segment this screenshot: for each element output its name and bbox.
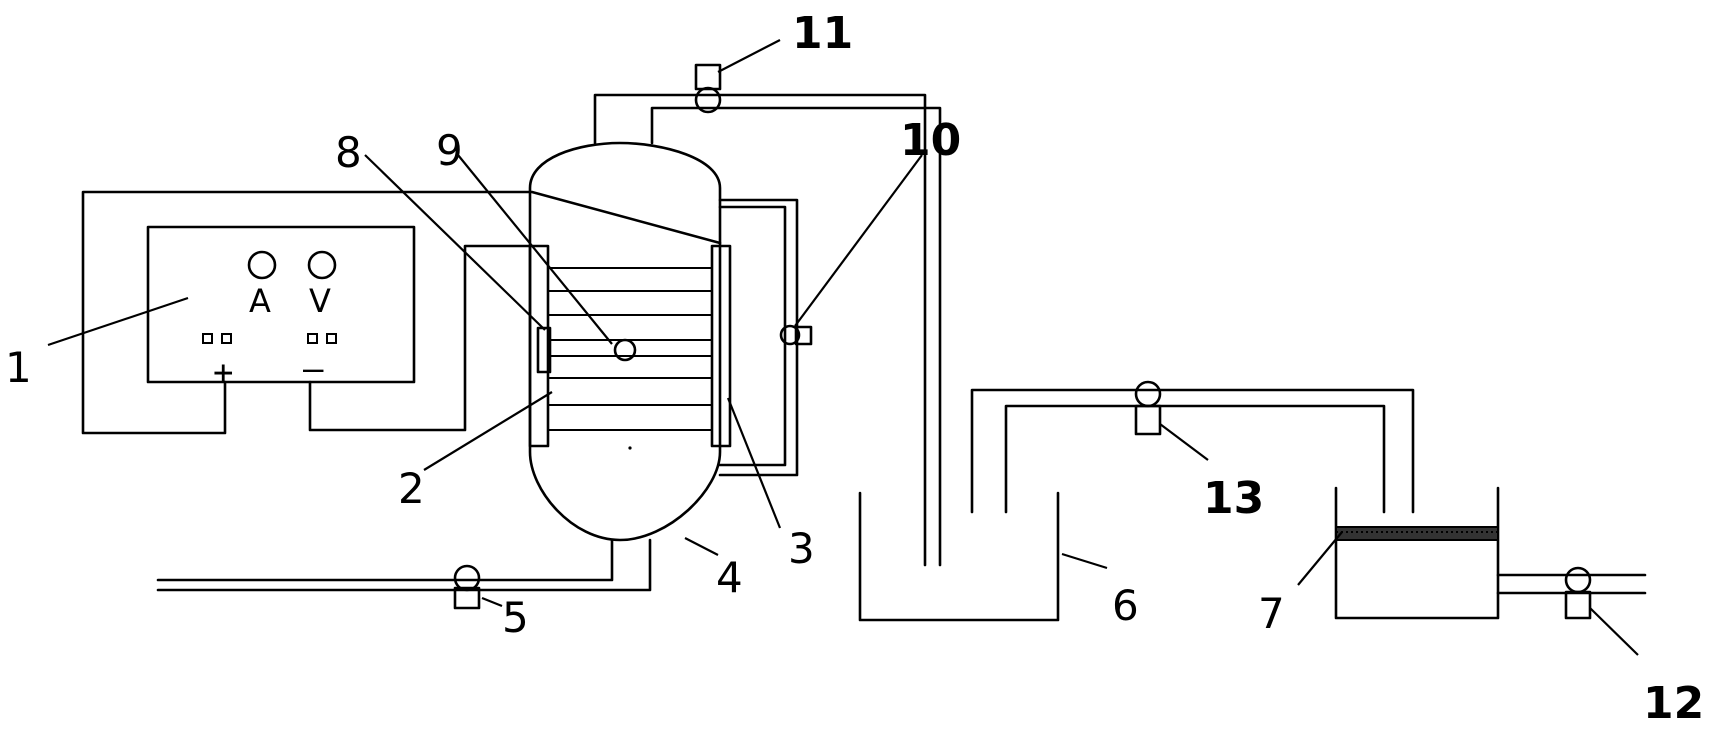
leader-lines — [47, 39, 1639, 656]
inner-plates — [548, 267, 712, 450]
inlet-valve-icon — [453, 564, 481, 610]
ammeter-letter: A — [249, 282, 271, 320]
label-12: 12 — [1643, 678, 1704, 729]
label-4: 4 — [716, 553, 743, 602]
anode-plate — [528, 244, 550, 448]
callout-labels: 1 2 3 4 5 6 7 8 9 10 11 12 13 — [5, 8, 1704, 729]
label-11: 11 — [792, 8, 853, 59]
siphon-valve-icon — [1134, 380, 1162, 436]
electrodes — [528, 244, 732, 448]
label-2: 2 — [398, 464, 425, 513]
power-supply: A V + — — [146, 225, 416, 393]
label-10: 10 — [900, 115, 961, 166]
label-7: 7 — [1258, 589, 1285, 638]
side-loop — [718, 198, 799, 477]
positive-terminal-sign: + — [213, 353, 233, 393]
outlet-valve-icon — [1564, 566, 1592, 620]
label-9: 9 — [436, 126, 463, 175]
ammeter-icon: A — [247, 250, 277, 320]
cathode-plate — [710, 244, 732, 448]
side-valve-icon — [779, 324, 813, 346]
voltmeter-letter: V — [309, 282, 331, 320]
filter-tank — [1334, 486, 1647, 620]
label-8: 8 — [335, 128, 362, 177]
label-13: 13 — [1203, 473, 1264, 524]
voltmeter-icon: V — [307, 250, 337, 320]
label-5: 5 — [502, 593, 529, 642]
top-valve-icon — [694, 63, 722, 114]
label-1: 1 — [5, 343, 32, 392]
sensor-icon — [613, 338, 637, 362]
terminal-pair-left — [202, 333, 232, 344]
negative-terminal-sign: — — [303, 349, 324, 389]
reactor-vessel — [156, 93, 942, 592]
terminal-pair-right — [307, 333, 337, 344]
label-3: 3 — [788, 524, 815, 573]
label-6: 6 — [1112, 581, 1139, 630]
electrical-wiring — [81, 190, 722, 435]
collection-tank — [858, 388, 1415, 622]
